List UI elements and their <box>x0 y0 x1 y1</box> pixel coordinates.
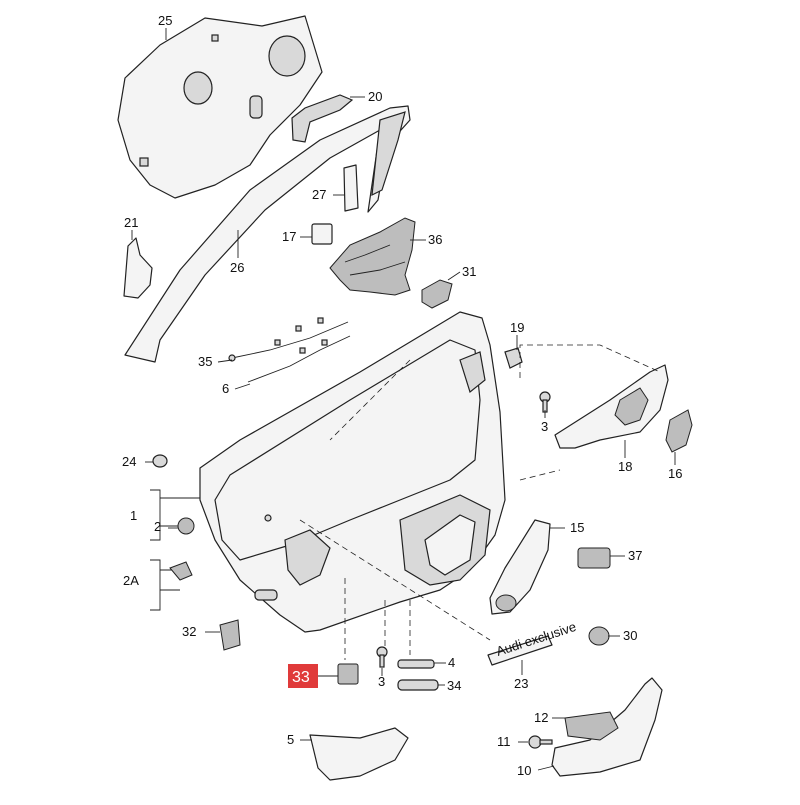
callout-25: 25 <box>158 13 172 28</box>
callout-33-highlight: 33 <box>288 664 318 688</box>
part-33-component <box>337 663 359 685</box>
part-21-wedge <box>123 237 153 299</box>
callout-24: 24 <box>122 454 136 469</box>
part-24-grommet <box>152 454 168 468</box>
callout-20: 20 <box>368 89 382 104</box>
callout-2: 2 <box>154 519 161 534</box>
callout-27: 27 <box>312 187 326 202</box>
part-23-trim-strip: Audi exclusive <box>487 619 578 666</box>
callout-17: 17 <box>282 229 296 244</box>
part-35-6-cable <box>228 317 351 383</box>
callout-18: 18 <box>618 459 632 474</box>
callout-12: 12 <box>534 710 548 725</box>
callout-lines <box>131 28 676 771</box>
part-34-insert <box>397 679 439 691</box>
part-17-pad <box>311 223 333 245</box>
assembly-lines <box>299 344 661 660</box>
callout-30: 30 <box>623 628 637 643</box>
part-1-door-panel <box>199 311 506 633</box>
embossed-label: Audi exclusive <box>494 619 578 659</box>
part-12-switch-module <box>564 711 619 741</box>
part-37-button <box>577 547 611 569</box>
part-18-armrest-trim <box>554 364 669 449</box>
callout-36: 36 <box>428 232 442 247</box>
callout-16: 16 <box>668 466 682 481</box>
callout-35: 35 <box>198 354 212 369</box>
part-27-strip <box>343 164 359 212</box>
callout-3-lower: 3 <box>378 674 385 689</box>
part-5-trim <box>309 727 409 781</box>
part-2A-clip <box>169 561 193 581</box>
part-30-knob <box>588 626 610 646</box>
callout-34: 34 <box>447 678 461 693</box>
part-16-speaker-grille <box>665 409 693 453</box>
callout-11: 11 <box>497 734 511 749</box>
part-32-vent <box>219 619 241 651</box>
part-20-bracket <box>291 94 354 143</box>
callout-6: 6 <box>222 381 229 396</box>
callout-3-upper: 3 <box>541 419 548 434</box>
callout-33: 33 <box>292 669 310 686</box>
callout-19: 19 <box>510 320 524 335</box>
part-4-insert <box>397 659 435 669</box>
callout-37: 37 <box>628 548 642 563</box>
part-19-clip <box>504 347 523 369</box>
part-15-speaker-cover <box>489 519 551 615</box>
callout-26: 26 <box>230 260 244 275</box>
callout-labels: 25 20 27 21 17 36 26 31 19 35 6 3 18 24 … <box>122 13 682 778</box>
callout-1: 1 <box>130 508 137 523</box>
part-31-switch <box>421 279 453 309</box>
callout-2A: 2A <box>123 573 139 588</box>
callout-23: 23 <box>514 676 528 691</box>
callout-32: 32 <box>182 624 196 639</box>
part-3-screw-lower <box>376 646 388 668</box>
part-11-screw <box>528 735 553 749</box>
part-36-handle-bracket <box>329 217 416 296</box>
callout-4: 4 <box>448 655 455 670</box>
callout-31: 31 <box>462 264 476 279</box>
part-26-upper-trim <box>124 105 411 363</box>
part-25-insulation-panel <box>117 15 323 199</box>
callout-5: 5 <box>287 732 294 747</box>
part-2-clip <box>177 517 195 535</box>
callout-10: 10 <box>517 763 531 778</box>
part-3-screw-upper <box>539 391 551 413</box>
callout-15: 15 <box>570 520 584 535</box>
callout-21: 21 <box>124 215 138 230</box>
